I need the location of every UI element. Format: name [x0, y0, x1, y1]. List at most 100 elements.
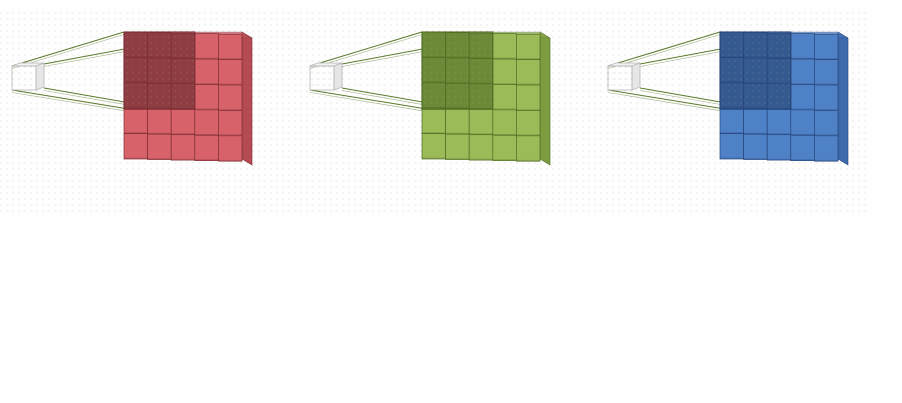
kernel-cell-texture: [171, 33, 195, 59]
kernel-cell-texture: [743, 57, 768, 84]
kernel-cell-texture: [422, 32, 446, 58]
kernel-cell-texture: [743, 32, 768, 58]
grid-cell: [218, 84, 243, 111]
kernel-front: [309, 65, 335, 91]
kernel-side: [35, 62, 45, 91]
grid-cell: [719, 107, 744, 134]
kernel-box: [607, 62, 641, 91]
grid-cell: [147, 133, 172, 160]
kernel-cell-texture: [147, 57, 172, 84]
kernel-window-outline: [421, 31, 494, 110]
kernel-cell-texture: [743, 83, 768, 109]
grid-cell: [492, 58, 517, 85]
grid-cell: [516, 59, 541, 86]
grid-cell: [218, 110, 243, 137]
kernel-cell-texture: [147, 83, 172, 109]
kernel-box: [11, 62, 45, 91]
grid-cell: [123, 133, 148, 160]
kernel-cell-texture: [720, 32, 744, 58]
grid-cell: [719, 133, 744, 160]
kernel-cell-texture: [171, 83, 195, 110]
kernel-cell-texture: [124, 32, 148, 58]
grid-cell: [516, 33, 541, 60]
grid-cell: [218, 135, 243, 162]
kernel-cell-texture: [422, 57, 446, 83]
kernel-front: [11, 65, 37, 91]
kernel-cell-texture: [147, 32, 172, 58]
grid-cell: [790, 134, 815, 161]
grid-cell: [445, 108, 470, 135]
grid-cell: [194, 84, 219, 111]
grid-cell: [814, 33, 839, 60]
grid-cell: [790, 109, 815, 136]
slab-side: [241, 31, 253, 166]
grid-cell: [170, 134, 196, 161]
connector-line: [309, 31, 423, 67]
grid-cell: [492, 109, 517, 136]
kernel-cell-texture: [422, 82, 446, 109]
connector-line-shadow: [607, 92, 721, 111]
grid-cell: [445, 133, 470, 160]
connector-line-shadow: [309, 92, 423, 111]
kernel-cell-texture: [767, 33, 791, 59]
feature-map-blue: [607, 31, 849, 166]
slab-side: [837, 31, 849, 166]
grid-cell: [790, 84, 815, 111]
kernel-cell-texture: [469, 83, 493, 110]
kernel-cell-texture: [124, 57, 148, 83]
kernel-side: [631, 62, 641, 91]
kernel-window-outline: [719, 31, 792, 110]
kernel-cell-texture: [767, 83, 791, 110]
grid-cell: [790, 58, 815, 85]
grid-cell: [790, 33, 815, 60]
kernel-cell-texture: [767, 58, 791, 84]
grid-cell: [516, 110, 541, 137]
grid-cell: [170, 108, 196, 136]
connector-line: [11, 89, 125, 109]
kernel-cell-texture: [469, 33, 493, 59]
kernel-cell-texture: [720, 82, 744, 109]
grid-cell: [194, 134, 219, 161]
grid-cell: [743, 108, 768, 135]
grid-cell: [147, 108, 172, 135]
grid-cell: [194, 109, 219, 136]
kernel-cell-texture: [469, 58, 493, 84]
grid-cell: [814, 59, 839, 86]
grid-cell: [468, 134, 494, 161]
grid-cell: [743, 133, 768, 160]
grid-cell: [492, 134, 517, 161]
kernel-cell-texture: [445, 32, 470, 58]
connector-line: [607, 31, 721, 67]
grid-cell: [814, 135, 839, 162]
grid-cell: [421, 107, 446, 134]
feature-map-green: [309, 31, 551, 166]
grid-cell: [492, 33, 517, 60]
kernel-cell-texture: [171, 58, 195, 84]
grid-cell: [123, 107, 148, 134]
kernel-side: [333, 62, 343, 91]
connector-line: [607, 89, 721, 109]
kernel-window-outline: [123, 31, 196, 110]
kernel-cell-texture: [445, 57, 470, 84]
grid-cell: [194, 58, 219, 85]
kernel-box: [309, 62, 343, 91]
kernel-cell-texture: [720, 57, 744, 83]
grid-cell: [814, 84, 839, 111]
grid-cell: [194, 33, 219, 60]
grid-cell: [516, 135, 541, 162]
panels-layer: [11, 31, 849, 166]
grid-cell: [218, 59, 243, 86]
kernel-front: [607, 65, 633, 91]
connector-line: [11, 31, 125, 67]
grid-cell: [492, 84, 517, 111]
slab-side: [539, 31, 551, 166]
grid-cell: [516, 84, 541, 111]
grid-cell: [218, 33, 243, 60]
grid-cell: [814, 110, 839, 137]
grid-cell: [468, 108, 494, 136]
connector-line: [309, 89, 423, 109]
grid-cell: [421, 133, 446, 160]
kernel-cell-texture: [445, 83, 470, 109]
